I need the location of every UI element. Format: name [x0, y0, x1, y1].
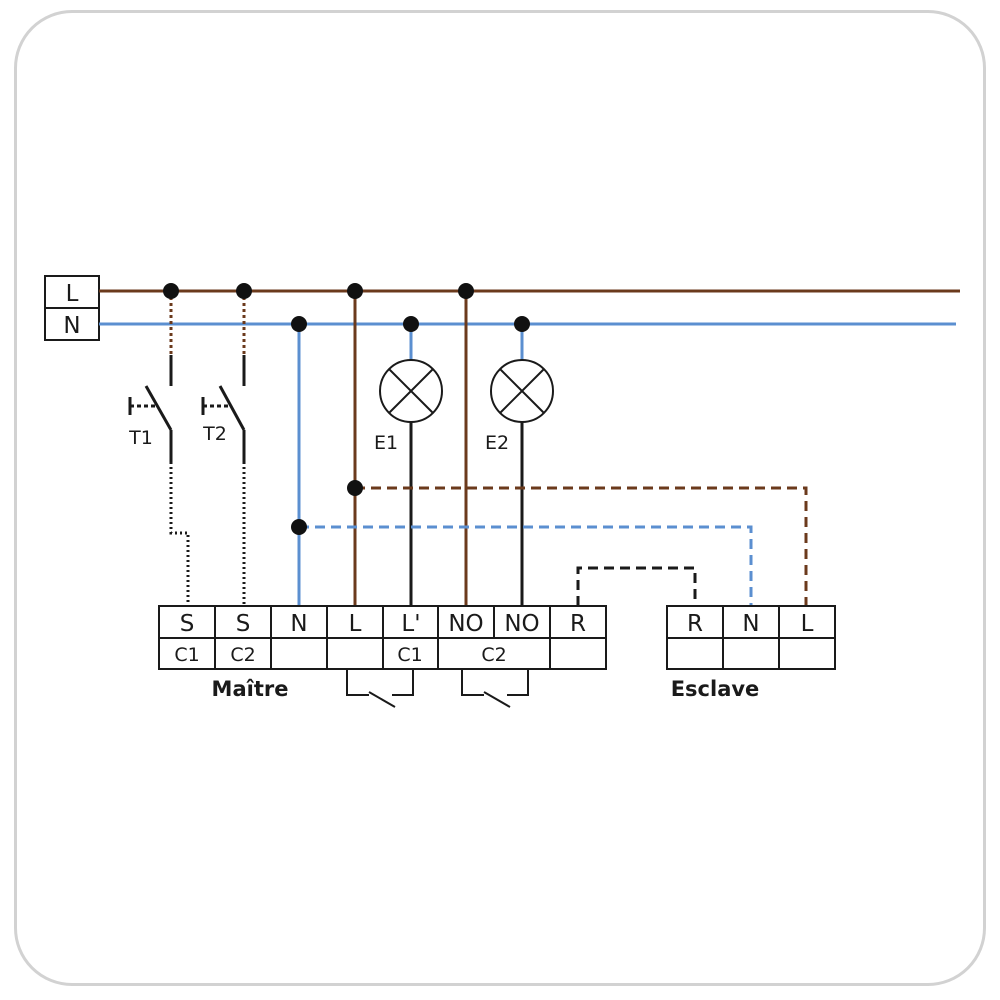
supply-live-label: L [66, 281, 79, 307]
slave-terminal-n: N [742, 611, 759, 637]
switch-t2-circuit: T2 [201, 291, 246, 606]
switch-t1-label: T1 [128, 427, 153, 449]
master-terminal-no2: NO [504, 611, 539, 637]
master-terminal-l: L [349, 611, 362, 637]
master-terminal-n: N [290, 611, 307, 637]
slave-terminal-r: R [687, 611, 703, 637]
slave-live-link [355, 486, 808, 606]
switch-t2-label: T2 [202, 423, 227, 445]
master-terminal-l-prime: L' [401, 611, 420, 637]
master-terminal-block: S S N L L' NO NO R C1 C2 C1 C2 Maître [158, 605, 607, 701]
slave-terminal-l: L [801, 611, 814, 637]
master-terminal-r: R [570, 611, 586, 637]
master-slave-r-link [576, 566, 697, 606]
lamp-e1: E1 [374, 324, 443, 606]
junction-dots [163, 283, 530, 535]
master-terminal-s1: S [180, 611, 195, 637]
lamp-e2-label: E2 [485, 432, 509, 454]
supply-terminal-box: L N [44, 275, 100, 341]
master-terminal-s2: S [236, 611, 251, 637]
master-device-label: Maître [212, 677, 289, 701]
master-channel-c1-input: C1 [174, 644, 199, 666]
master-channel-c2-output: C2 [481, 644, 506, 666]
lamp-e2: E2 [485, 324, 554, 606]
master-terminal-no1: NO [448, 611, 483, 637]
relay-contact-c2 [461, 669, 529, 708]
master-channel-c1-output: C1 [397, 644, 422, 666]
card-frame [14, 10, 986, 986]
relay-contact-c1 [346, 669, 414, 708]
slave-neutral-link [299, 525, 753, 606]
master-channel-c2-input: C2 [230, 644, 255, 666]
slave-device-label: Esclave [671, 677, 760, 701]
slave-terminal-block: R N L Esclave [666, 605, 836, 701]
supply-neutral-label: N [63, 313, 80, 339]
lamp-e1-label: E1 [374, 432, 398, 454]
switch-t1-circuit: T1 [128, 291, 190, 606]
